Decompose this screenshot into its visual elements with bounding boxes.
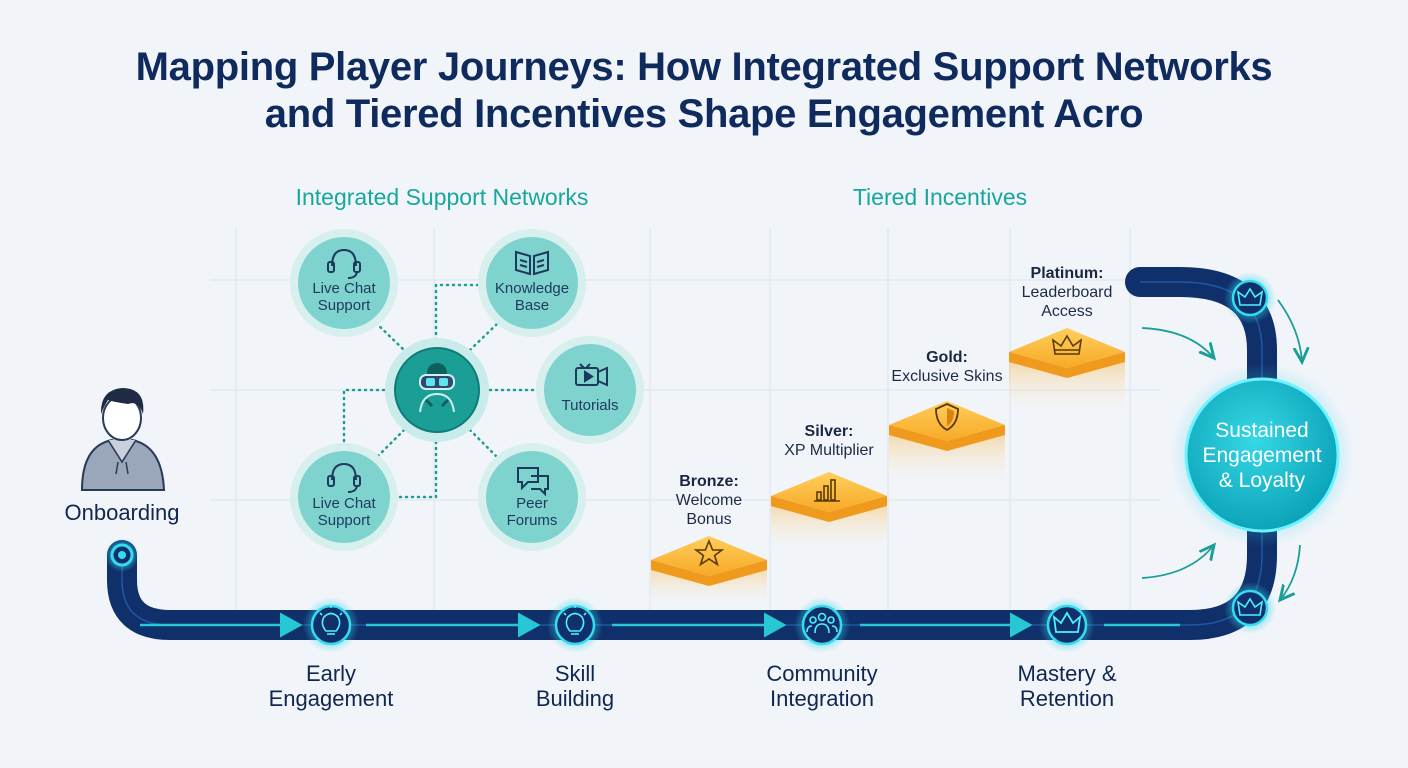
- incentives-section-heading: Tiered Incentives: [852, 184, 1028, 210]
- goal-label-line: & Loyalty: [1218, 469, 1306, 492]
- tier-name: Gold:: [926, 349, 968, 366]
- node-label-line: Tutorials: [561, 397, 619, 414]
- title-line-2: and Tiered Incentives Shape Engagement A…: [264, 92, 1144, 136]
- support-node-knowledge-base: Knowledge Base: [477, 280, 587, 314]
- vr-player-icon: [419, 363, 455, 413]
- tier-reward-line: XP Multiplier: [784, 442, 874, 459]
- tier-reward-line: Welcome: [675, 492, 743, 509]
- onboarding-label: Onboarding: [64, 500, 180, 525]
- tier-name: Platinum:: [1030, 265, 1104, 282]
- goal-label-line: Engagement: [1202, 444, 1322, 467]
- node-label-line: Knowledge: [494, 280, 570, 297]
- tier-name: Silver:: [804, 423, 854, 440]
- lightbulb-icon: [319, 605, 343, 635]
- tier-name: Bronze:: [679, 473, 739, 490]
- person-icon: [80, 388, 166, 491]
- tier-reward-line: Bonus: [686, 511, 732, 528]
- stage-label-line: Retention: [1019, 686, 1115, 711]
- tier-platinum-label: Platinum: Leaderboard Access: [992, 264, 1142, 321]
- support-connectors: [342, 283, 542, 499]
- support-node-tutorials: Tutorials: [535, 397, 645, 414]
- stage-label-line: Skill: [554, 661, 596, 686]
- tier-reward-line: Leaderboard: [1021, 284, 1113, 301]
- stage-label-line: Mastery &: [1017, 661, 1117, 686]
- support-node-peer-forums: Peer Forums: [477, 495, 587, 529]
- crown-icon: [1051, 334, 1083, 355]
- tier-reward-line: Exclusive Skins: [891, 368, 1003, 385]
- node-label-line: Support: [317, 512, 371, 529]
- stage-label-line: Engagement: [268, 686, 394, 711]
- goal-arrows: [1141, 299, 1302, 600]
- video-icon: [575, 363, 608, 387]
- book-icon: [515, 250, 549, 276]
- stage-early-engagement: Early Engagement: [241, 661, 421, 711]
- node-label-line: Live Chat: [312, 495, 376, 512]
- title-line-1: Mapping Player Journeys: How Integrated …: [135, 45, 1273, 89]
- chat-bubbles-icon: [517, 467, 549, 497]
- tier-reward-line: Access: [1041, 303, 1093, 320]
- stage-community-integration: Community Integration: [732, 661, 912, 711]
- stage-label-line: Community: [766, 661, 878, 686]
- goal-label: Sustained Engagement & Loyalty: [1180, 418, 1344, 493]
- support-section-heading: Integrated Support Networks: [295, 184, 589, 210]
- tier-bronze-label: Bronze: Welcome Bonus: [634, 472, 784, 529]
- headset-icon: [327, 462, 361, 493]
- crown-nodes: [1224, 272, 1276, 634]
- star-icon: [693, 538, 725, 567]
- support-node-live-chat: Live Chat Support: [289, 280, 399, 314]
- bar-chart-icon: [814, 479, 840, 502]
- shield-icon: [935, 403, 959, 432]
- goal-circle: [1170, 363, 1354, 547]
- node-label-line: Forums: [506, 512, 558, 529]
- stage-label-line: Early: [305, 661, 357, 686]
- node-label-line: Base: [514, 297, 550, 314]
- crown-icon: [1052, 611, 1082, 633]
- stage-mastery-retention: Mastery & Retention: [977, 661, 1157, 711]
- goal-label-line: Sustained: [1215, 419, 1309, 442]
- page-title: Mapping Player Journeys: How Integrated …: [0, 44, 1408, 138]
- stage-skill-building: Skill Building: [485, 661, 665, 711]
- support-circles: [290, 229, 644, 551]
- stage-label-line: Building: [535, 686, 615, 711]
- node-label-line: Peer: [516, 495, 548, 512]
- stage-nodes: [303, 597, 1095, 653]
- headset-icon: [327, 248, 361, 279]
- support-node-live-chat-2: Live Chat Support: [289, 495, 399, 529]
- tier-gold-label: Gold: Exclusive Skins: [872, 348, 1022, 386]
- stage-label-line: Integration: [770, 686, 874, 711]
- tier-silver-label: Silver: XP Multiplier: [754, 422, 904, 460]
- people-icon: [806, 612, 838, 634]
- node-label-line: Live Chat: [312, 280, 376, 297]
- node-label-line: Support: [317, 297, 371, 314]
- lightbulb-icon: [563, 605, 587, 635]
